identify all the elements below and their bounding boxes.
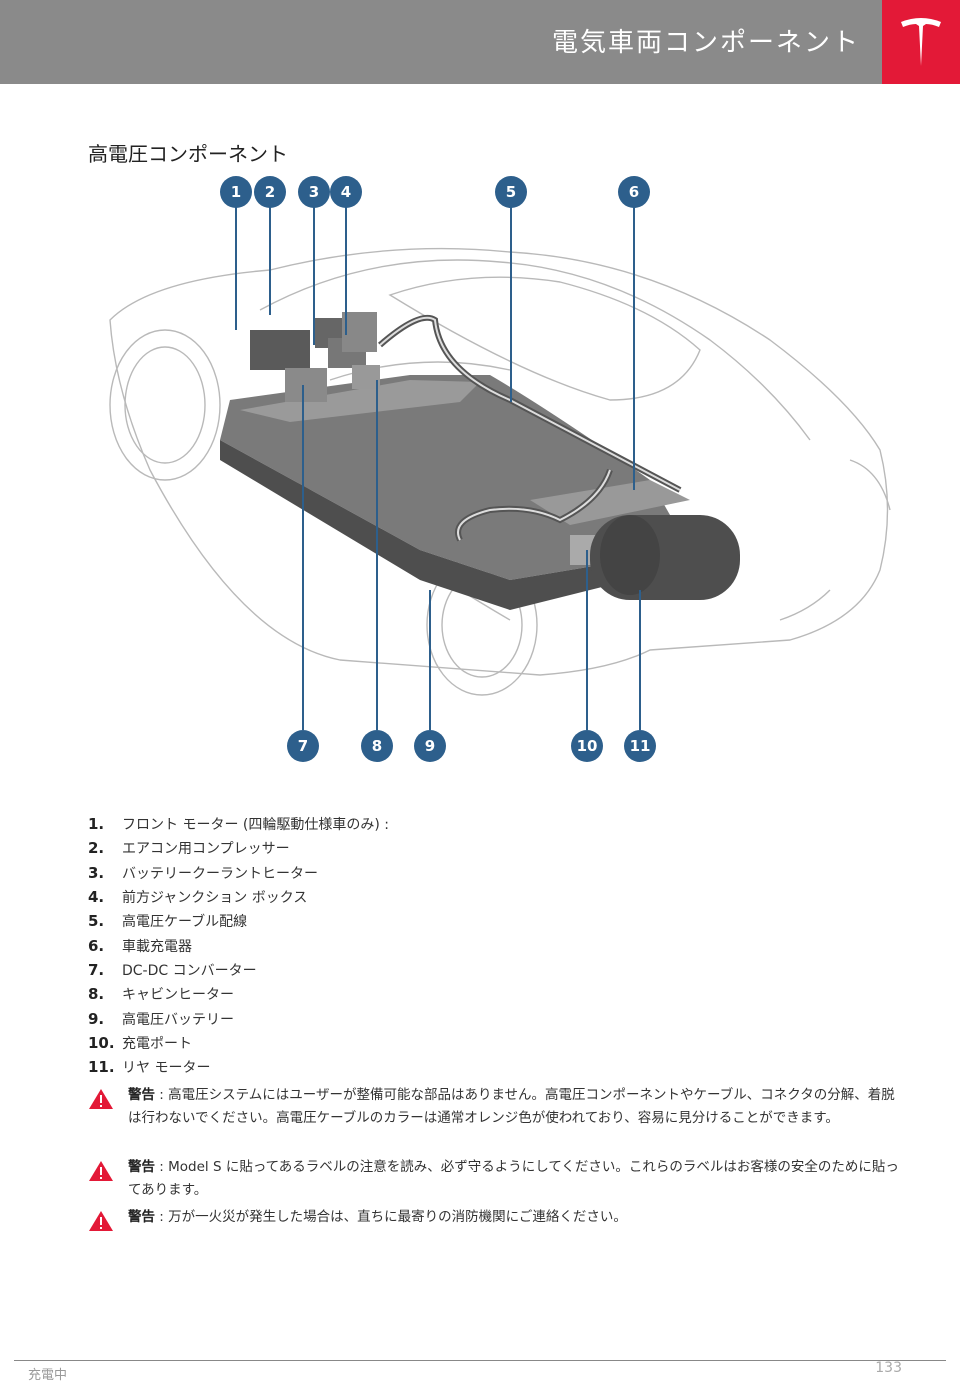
warning-icon [89,1161,113,1181]
svg-text:9: 9 [425,737,435,755]
badge-5: 5 [495,176,527,208]
badge-8: 8 [361,730,393,762]
badge-2: 2 [254,176,286,208]
badge-3: 3 [298,176,330,208]
tesla-logo-icon [882,0,960,84]
header-title: 電気車両コンポーネント [551,28,860,58]
badge-4: 4 [330,176,362,208]
warning-block: 警告 : 高電圧システムにはユーザーが整備可能な部品はありません。高電圧コンポー… [88,1084,918,1130]
svg-text:1: 1 [231,183,241,201]
section-title: 高電圧コンポーネント [88,142,288,166]
svg-text:5: 5 [506,183,516,201]
component-legend: 1.フロント モーター (四輪駆動仕様車のみ) : 2.エアコン用コンプレッサー… [88,812,888,1079]
footer-section-label: 充電中 [28,1368,68,1383]
svg-text:11: 11 [630,737,651,755]
warning-icon [89,1089,113,1109]
warning-icon [89,1211,113,1231]
list-item: 7.DC-DC コンバーター [88,960,257,979]
svg-text:7: 7 [298,737,308,755]
list-item: 10.充電ポート [88,1033,192,1052]
badge-7: 7 [287,730,319,762]
badge-6: 6 [618,176,650,208]
list-item: 8.キャビンヒーター [88,985,234,1004]
list-item: 3.バッテリークーラントヒーター [88,863,318,882]
svg-text:3: 3 [309,183,319,201]
warning-block: 警告 : 万が一火災が発生した場合は、直ちに最寄りの消防機関にご連絡ください。 [88,1206,918,1232]
badge-11: 11 [624,730,656,762]
list-item: 11.リヤ モーター [88,1058,211,1077]
warning-block: 警告 : Model S に貼ってあるラベルの注意を読み、必ず守るようにしてくだ… [88,1156,918,1202]
list-item: 9.高電圧バッテリー [88,1009,234,1028]
list-item: 5.高電圧ケーブル配線 [88,912,248,931]
svg-text:6: 6 [629,183,639,201]
list-item: 4.前方ジャンクション ボックス [88,888,308,907]
list-item: 1.フロント モーター (四輪駆動仕様車のみ) : [88,815,389,834]
badge-1: 1 [220,176,252,208]
svg-text:4: 4 [341,183,351,201]
footer-divider [14,1360,946,1361]
badge-10: 10 [571,730,603,762]
high-voltage-diagram: 1 2 3 4 5 6 7 8 9 10 11 [90,170,900,780]
svg-text:2: 2 [265,183,275,201]
page-header: 電気車両コンポーネント [0,0,960,84]
svg-text:8: 8 [372,737,382,755]
list-item: 6.車載充電器 [88,936,192,955]
svg-text:10: 10 [577,737,598,755]
page-number: 133 [875,1360,902,1376]
badge-9: 9 [414,730,446,762]
list-item: 2.エアコン用コンプレッサー [88,839,290,858]
